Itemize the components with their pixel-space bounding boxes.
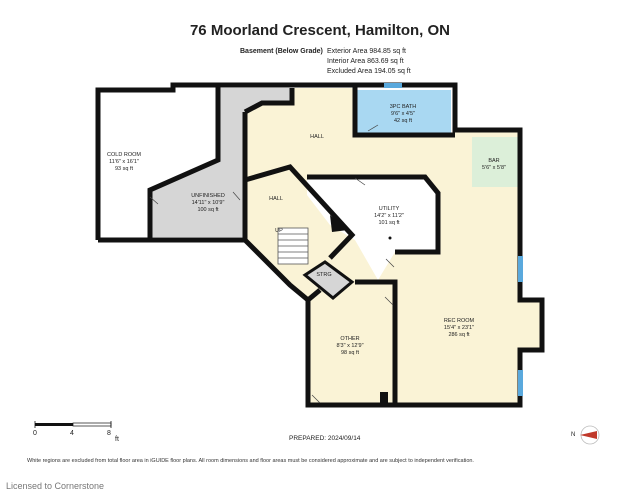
- property-title: 76 Moorland Crescent, Hamilton, ON: [189, 22, 451, 39]
- scale-zero: 0: [33, 430, 37, 437]
- bath-floor: [355, 90, 451, 135]
- walls: [95, 82, 545, 408]
- north-label: N: [571, 432, 576, 438]
- scale-bar: [34, 421, 112, 428]
- strg-label: STRG: [316, 272, 332, 278]
- license-footer: Licensed to Cornerstone: [6, 481, 105, 491]
- rec-room-column: [380, 392, 388, 404]
- level-name: Basement (Below Grade): [240, 48, 323, 55]
- prepared-date: PREPARED: 2024/09/14: [289, 435, 361, 442]
- disclaimer: White regions are excluded from total fl…: [27, 458, 474, 464]
- scale-unit: ft: [115, 436, 119, 443]
- hall-top-label: HALL: [310, 134, 324, 140]
- scale-eight: 8: [107, 430, 111, 437]
- doors: [149, 124, 395, 404]
- hall-left-label: HALL: [269, 196, 283, 202]
- exterior-area: Exterior Area 984.85 sq ft: [327, 48, 406, 55]
- up-label: UP: [275, 228, 283, 234]
- utility-corner: [330, 215, 348, 232]
- utility-floor: [307, 177, 438, 280]
- scale-four: 4: [70, 430, 74, 437]
- windows: [384, 83, 523, 396]
- floor-drain: [388, 236, 392, 240]
- unfinished-floor: [150, 88, 292, 237]
- compass-icon: [580, 425, 600, 445]
- bar-floor: [472, 137, 518, 187]
- stairs: [277, 227, 309, 265]
- interior-area: Interior Area 863.69 sq ft: [327, 58, 404, 65]
- excluded-area: Excluded Area 194.05 sq ft: [327, 68, 411, 75]
- storage-floor: [302, 260, 355, 300]
